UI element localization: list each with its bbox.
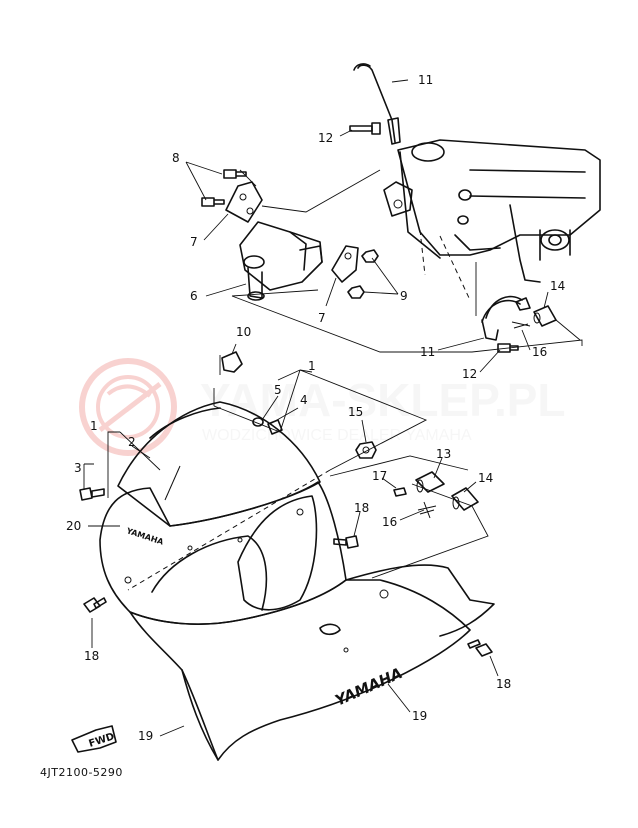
callout-11-bottom: 11: [420, 345, 435, 359]
callout-17: 17: [372, 469, 387, 483]
bolt-12-top: [349, 122, 381, 135]
callout-11-top: 11: [418, 73, 433, 87]
nuts-9: [347, 249, 379, 299]
clip-10: [221, 351, 243, 373]
callout-16-bottom: 16: [382, 515, 397, 529]
callout-labels: 11 12 8 7 6 7 9 14 11 16 12 10 1 5 4 15 …: [66, 73, 565, 743]
leader-lines: [83, 79, 549, 737]
callout-6: 6: [190, 289, 198, 303]
callout-18-right: 18: [496, 677, 511, 691]
callout-13: 13: [436, 447, 451, 461]
callout-3: 3: [74, 461, 82, 475]
assembly-outline-upper: [231, 295, 583, 353]
bolt-18-center: [333, 535, 359, 549]
bracket-7-left: [225, 181, 263, 223]
fwd-arrow-icon: FWD: [71, 725, 117, 753]
callout-14-top: 14: [550, 279, 565, 293]
stay-rod-top: [353, 63, 401, 145]
callout-4: 4: [300, 393, 308, 407]
nut-15: [355, 441, 377, 459]
collar-13: [415, 471, 445, 493]
pin-16-bottom: [417, 501, 437, 519]
callout-5: 5: [274, 383, 282, 397]
callout-12-top: 12: [318, 131, 333, 145]
bolt-3: [79, 487, 105, 501]
stay-6: [239, 221, 323, 301]
frame-bracket: [383, 181, 413, 217]
callout-8: 8: [172, 151, 180, 165]
watermark-subtitle: WODZICHOWICE DEALER YAMAHA: [202, 427, 472, 444]
bracket-7-right: [331, 245, 359, 283]
callout-1-top: 1: [308, 359, 316, 373]
callout-14-bottom: 14: [478, 471, 493, 485]
collar-14-bottom: [451, 487, 479, 511]
fairing-brand-decal: YAMAHA: [124, 526, 165, 547]
callout-19-left: 19: [138, 729, 153, 743]
panel-brand-decal: YAMAHA: [332, 664, 405, 710]
callout-19-right: 19: [412, 709, 427, 723]
frame-head-pipe: [397, 139, 601, 301]
callout-18-center: 18: [354, 501, 369, 515]
callout-7-left: 7: [190, 235, 198, 249]
collar-14-top: [533, 305, 557, 327]
watermark: YAMA-SKLEP.PL WODZICHOWICE DEALER YAMAHA: [79, 358, 566, 456]
grommet-5: [252, 417, 264, 427]
bolts-8: [201, 169, 247, 207]
callout-16-top: 16: [532, 345, 547, 359]
stay-rod-bottom: [481, 295, 531, 341]
callout-2: 2: [128, 435, 136, 449]
bolt-18-left: [83, 597, 107, 613]
bolt-18-right: [467, 639, 493, 657]
callout-10: 10: [236, 325, 251, 339]
diagram-code: 4JT2100-5290: [40, 766, 123, 779]
callout-1-left: 1: [90, 419, 98, 433]
callout-15: 15: [348, 405, 363, 419]
callout-18-left: 18: [84, 649, 99, 663]
side-fairing-19: YAMAHA: [129, 564, 495, 761]
pin-17: [393, 487, 407, 497]
watermark-logo-icon: [79, 358, 177, 456]
callout-9: 9: [400, 289, 408, 303]
callout-7-right: 7: [318, 311, 326, 325]
upper-fairing-1: YAMAHA: [99, 481, 347, 625]
callout-20: 20: [66, 519, 81, 533]
callout-12-bottom: 12: [462, 367, 477, 381]
pin-16-top: [511, 321, 531, 329]
